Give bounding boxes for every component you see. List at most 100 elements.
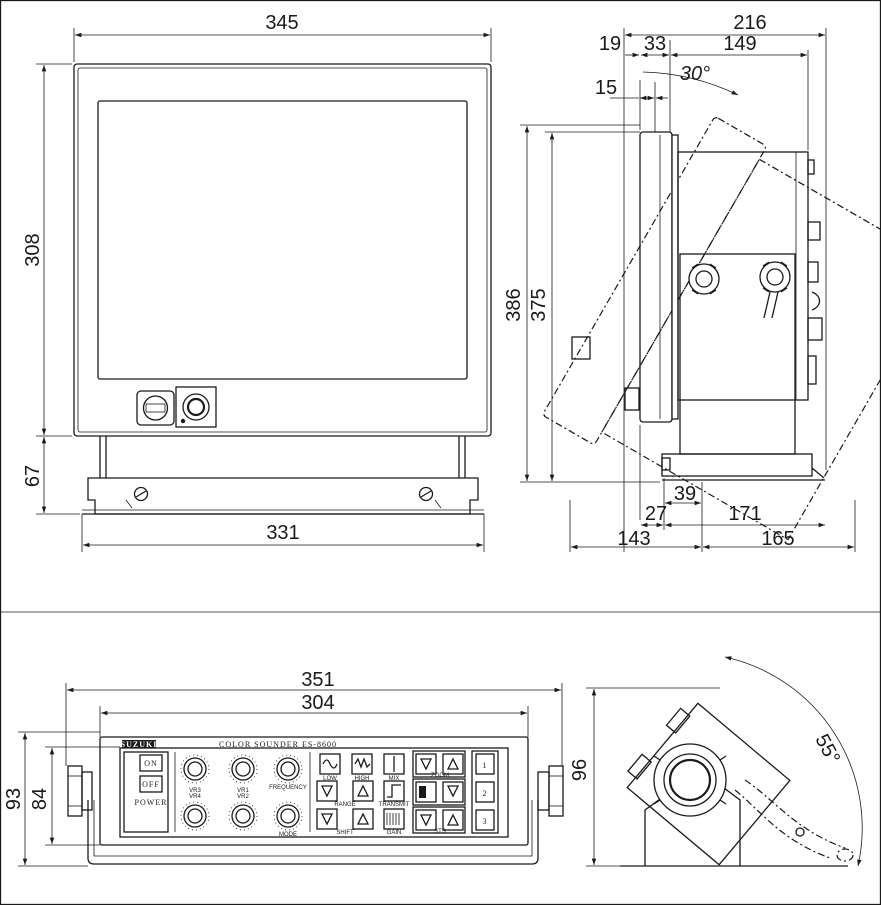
vr4-label: VR4: [189, 794, 201, 800]
range-label: RANGE: [334, 802, 355, 808]
high-key: [351, 753, 373, 775]
knob-frequency-icon: [273, 754, 303, 784]
mounting-u-bracket: [87, 800, 539, 865]
on-button-frame: [139, 754, 163, 772]
dim-39-label: 39: [674, 483, 696, 505]
off-button-frame: [139, 775, 163, 793]
range-down-key: [316, 780, 338, 802]
vr3-label: VR3: [189, 788, 201, 794]
low-label: LOW: [323, 776, 337, 782]
on-label: ON: [144, 759, 158, 768]
control-unit-front: [67, 736, 564, 865]
key-3: [475, 809, 495, 831]
dim-345-label: 345: [265, 12, 298, 34]
tilt-knob-left-icon: [688, 263, 720, 295]
key-1: [475, 753, 495, 775]
range-up-key: [352, 780, 374, 802]
connector-cap: [142, 395, 169, 421]
knob-vr3-icon: [180, 754, 210, 784]
vr1-label: VR1: [237, 788, 249, 794]
gain-key: [383, 808, 405, 830]
control-panel-body: [99, 736, 529, 846]
control-unit-side: [586, 656, 863, 867]
front-view-display: [73, 63, 492, 515]
vr2-label: VR2: [237, 794, 249, 800]
dim-171-label: 171: [728, 503, 761, 525]
off-label: OFF: [142, 780, 160, 789]
control-unit-dimensions: [18, 683, 563, 867]
left-bracket-knob: [67, 765, 83, 817]
power-knob: [182, 393, 210, 421]
zoom-down-key: [415, 753, 437, 775]
power-indicator-icon: [180, 418, 186, 424]
high-label: HIGH: [355, 776, 370, 782]
dim-331-label: 331: [266, 522, 299, 544]
connector-socket: [136, 390, 175, 426]
sts-label: STS: [434, 829, 446, 835]
sts-up-key: [442, 809, 464, 831]
side-connector: [571, 336, 591, 360]
side-stand-base: [661, 453, 813, 477]
dim-308-label: 308: [22, 233, 44, 266]
zoom-label: ZOOM: [431, 773, 449, 779]
dim-375-label: 375: [528, 288, 550, 321]
frequency-label: FREQUENCY: [269, 785, 307, 791]
dim-216-label: 216: [733, 12, 766, 34]
dim-149-label: 149: [723, 33, 756, 55]
mix-label: MIX: [389, 776, 400, 782]
display-bezel: [73, 63, 492, 437]
dim-351-label: 351: [301, 669, 334, 691]
zoom-up-key: [442, 753, 464, 775]
tilted-display-outline: [543, 117, 766, 445]
low-key: [319, 753, 341, 775]
menu-key: [442, 781, 464, 803]
knob-vr1-icon: [180, 801, 210, 831]
power-switch-frame: [175, 386, 217, 428]
dim-15-label: 15: [595, 77, 617, 99]
shift-down-key: [316, 808, 338, 830]
angle-30-label: 30°: [680, 63, 710, 85]
side-view-dimensions: [520, 28, 856, 552]
shift-up-key: [352, 808, 374, 830]
dim-143-label: 143: [617, 528, 650, 550]
front-view-dimensions: [36, 28, 492, 552]
angle-55-label: 55°: [810, 731, 844, 768]
right-bracket-knob: [548, 765, 564, 817]
key-2-label: 2: [483, 789, 488, 798]
tilt-knob-right-icon: [759, 261, 791, 293]
sts-down-key: [415, 809, 437, 831]
control-panel-face: [119, 747, 509, 838]
key-1-label: 1: [483, 761, 488, 770]
dim-93-label: 93: [3, 788, 25, 810]
dim-304-label: 304: [301, 692, 334, 714]
knob-vr2-icon: [228, 801, 258, 831]
transmit-label: TRANSMIT: [379, 802, 410, 808]
display-screen: [97, 100, 468, 380]
dim-96-label: 96: [569, 759, 591, 781]
power-label: POWER: [135, 798, 168, 807]
side-display-bezel: [639, 131, 673, 423]
dim-33-label: 33: [644, 33, 666, 55]
side-view-display: [543, 117, 881, 541]
brand-label: SUZUKI: [121, 740, 158, 749]
transmit-key: [383, 780, 405, 802]
connector-slot: [145, 403, 166, 413]
model-label: COLOR SOUNDER ES-8600: [219, 740, 337, 749]
dim-19-label: 19: [599, 33, 621, 55]
power-knob-core: [186, 397, 206, 417]
stand-knob-left-icon: [133, 486, 149, 502]
dim-165-label: 165: [761, 528, 794, 550]
tilted-body-outline: [601, 158, 881, 541]
dim-386-label: 386: [503, 288, 525, 321]
display-bezel-inner: [77, 67, 488, 433]
knob-mode-icon: [273, 801, 303, 831]
mode-label: MODE: [279, 832, 297, 838]
shift-label: SHIFT: [336, 830, 354, 836]
key-2: [475, 781, 495, 803]
mix-key: [383, 753, 405, 775]
stand-knob-right-icon: [418, 486, 434, 502]
control-side-knob-icon: [653, 743, 727, 817]
display-mode-key: [415, 781, 437, 803]
